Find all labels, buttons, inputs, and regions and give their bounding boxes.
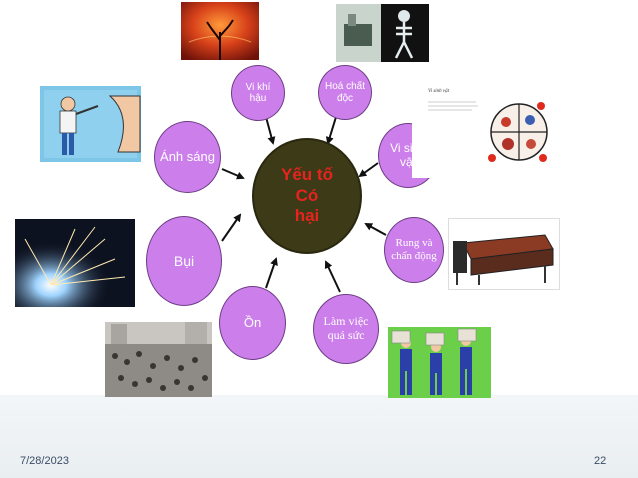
noise-image bbox=[105, 322, 212, 397]
overwork-image bbox=[388, 327, 491, 398]
arrow-hoa-chat bbox=[325, 116, 337, 145]
page-number: 22 bbox=[594, 455, 607, 467]
dust-image bbox=[15, 219, 135, 307]
node-anh-sang-label: Ánh sáng bbox=[160, 148, 215, 164]
node-lam-viec-label: Làm việc quá sức bbox=[323, 314, 369, 342]
vibration-image bbox=[448, 218, 560, 290]
footer-band bbox=[0, 395, 638, 478]
microbe-card-title: Vi sinh vật bbox=[428, 89, 450, 94]
node-on: Ồn bbox=[219, 286, 286, 360]
node-vi-khi-hau-label: Vi khí hậu bbox=[245, 81, 271, 105]
center-label: Yếu tố Có hại bbox=[281, 165, 333, 226]
arrow-on bbox=[265, 257, 278, 289]
arrow-rung bbox=[364, 223, 387, 236]
arrow-vi-sinh-vat bbox=[358, 162, 379, 178]
footer-date: 7/28/2023 bbox=[20, 455, 69, 467]
node-rung-label: Rung và chấn động bbox=[391, 237, 437, 262]
center-node: Yếu tố Có hại bbox=[252, 138, 362, 254]
node-hoa-chat: Hoá chất độc bbox=[318, 65, 372, 120]
node-vi-khi-hau: Vi khí hậu bbox=[231, 65, 285, 121]
node-bui: Bụi bbox=[146, 216, 222, 306]
arrow-bui bbox=[221, 213, 242, 242]
microbe-image: Vi sinh vật bbox=[412, 86, 552, 178]
node-lam-viec: Làm việc quá sức bbox=[313, 294, 379, 364]
heat-image bbox=[181, 2, 259, 60]
node-on-label: Ồn bbox=[243, 314, 262, 330]
chemical-image bbox=[336, 4, 429, 62]
lighting-image bbox=[40, 86, 141, 162]
node-rung: Rung và chấn động bbox=[384, 217, 444, 283]
node-bui-label: Bụi bbox=[173, 252, 195, 269]
node-hoa-chat-label: Hoá chất độc bbox=[324, 81, 366, 104]
arrow-anh-sang bbox=[221, 168, 245, 180]
arrow-lam-viec bbox=[324, 260, 341, 293]
node-anh-sang: Ánh sáng bbox=[154, 121, 221, 193]
arrow-vi-khi-hau bbox=[265, 116, 276, 145]
